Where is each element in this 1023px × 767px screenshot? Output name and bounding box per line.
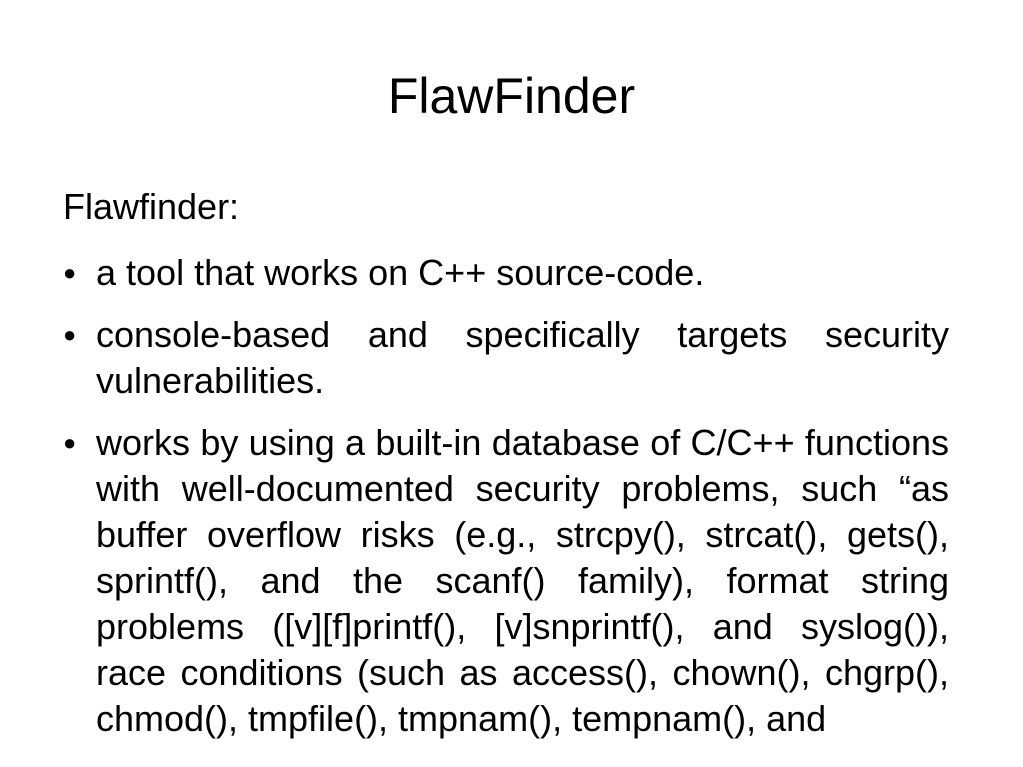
- slide-title: FlawFinder: [387, 68, 636, 124]
- bullet-list: ● a tool that works on C++ source-code. …: [63, 250, 949, 758]
- bullet-item: ● console-based and specifically targets…: [63, 312, 949, 404]
- bullet-text: works by using a built-in database of C/…: [96, 422, 949, 739]
- bullet-dot-icon: ●: [63, 260, 77, 285]
- bullet-text: a tool that works on C++ source-code.: [96, 252, 705, 293]
- bullet-item: ● works by using a built-in database of …: [63, 420, 949, 742]
- bullet-dot-icon: ●: [63, 322, 77, 347]
- bullet-text: console-based and specifically targets s…: [96, 314, 949, 401]
- bullet-item: ● a tool that works on C++ source-code.: [63, 250, 949, 296]
- intro-text: Flawfinder:: [63, 186, 240, 227]
- bullet-dot-icon: ●: [63, 430, 77, 455]
